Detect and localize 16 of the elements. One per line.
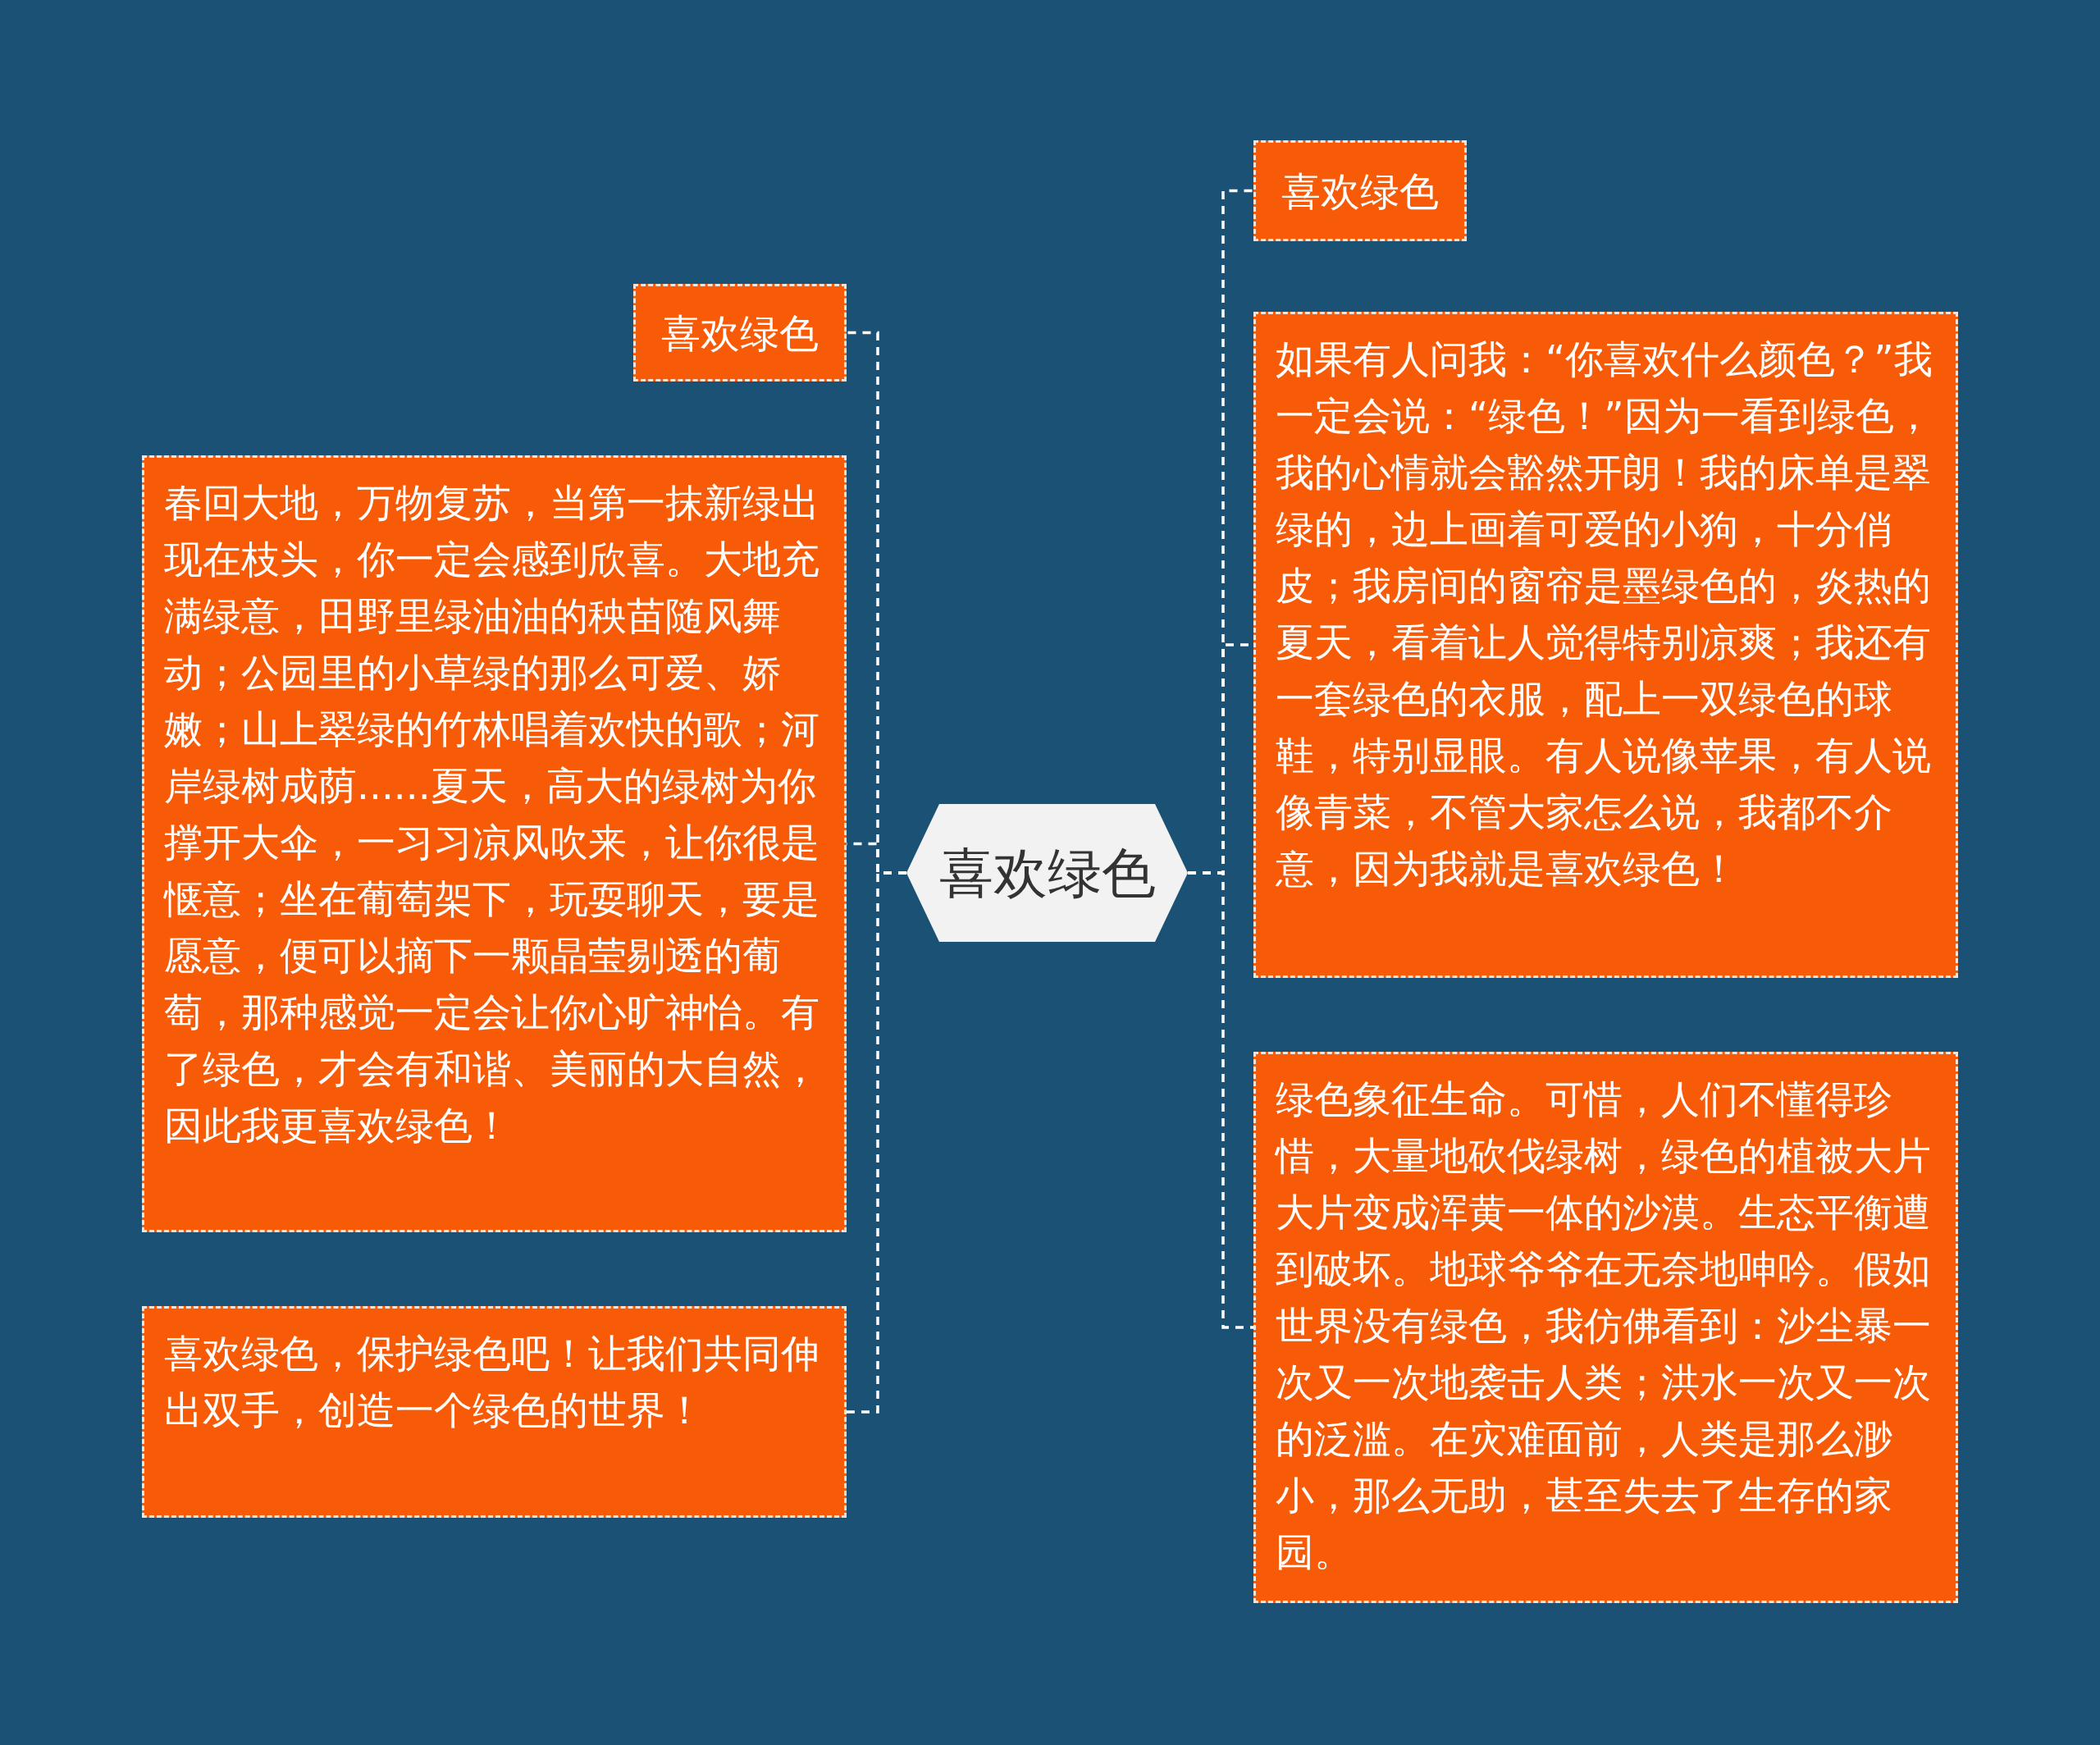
card-paragraph: 喜欢绿色，保护绿色吧！让我们共同伸出双手，创造一个绿色的世界！ (164, 1330, 820, 1434)
text-card (142, 1306, 847, 1518)
text-card (633, 284, 847, 381)
text-card (1253, 140, 1467, 241)
topic-text: 喜欢绿色 (938, 840, 1156, 907)
topic-hexagon (906, 804, 1188, 942)
card-title: 喜欢绿色 (1281, 167, 1439, 216)
card-paragraph: 春回大地，万物复苏，当第一抹新绿出现在枝头，你一定会感到欣喜。大地充满绿意，田野里绿油油的秧苗随风舞动；公园里的小草绿的那么可爱、娇嫩；山上翠绿的竹林唱着欢快的歌；河岸绿树成荫......夏天，高大的绿树为你撑开大伞，一习习凉风吹来，让你很是惬意；坐在葡萄架下，玩耍聊天，要是愿意，便可以摘下一颗晶莹剔透的葡萄，那种感觉一定会让你心旷神怡。有了绿色，才会有和谐、美丽的大自然，因此我更喜欢绿色！ (164, 479, 820, 1149)
connector-line (847, 871, 906, 1414)
text-card (142, 455, 847, 1232)
text-card (1253, 312, 1958, 978)
card-paragraph: 如果有人问我：“你喜欢什么颜色？”我一定会说：“绿色！”因为一看到绿色，我的心情就会豁然开朗！我的床单是翠绿的，边上画着可爱的小狗，十分俏皮；我房间的窗帘是墨绿色的，炎热的夏天，看着让人觉得特别凉爽；我还有一套绿色的衣服，配上一双绿色的球鞋，特别显眼。有人说像苹果，有人说像青菜，不管大家怎么说，我都不介意，因为我就是喜欢绿色！ (1276, 336, 1933, 893)
card-paragraph: 绿色象征生命。可惜，人们不懂得珍惜，大量地砍伐绿树，绿色的植被大片大片变成浑黄一体的沙漠。生态平衡遭到破坏。地球爷爷在无奈地呻吟。假如世界没有绿色，我仿佛看到：沙尘暴一次又一次地袭击人类；洪水一次又一次的泛滥。在灾难面前，人类是那么渺小，那么无助，甚至失去了生存的家园。 (1276, 1076, 1932, 1576)
connector-line (1188, 871, 1253, 1329)
card-title: 喜欢绿色 (661, 308, 819, 358)
text-card (1253, 1052, 1958, 1603)
